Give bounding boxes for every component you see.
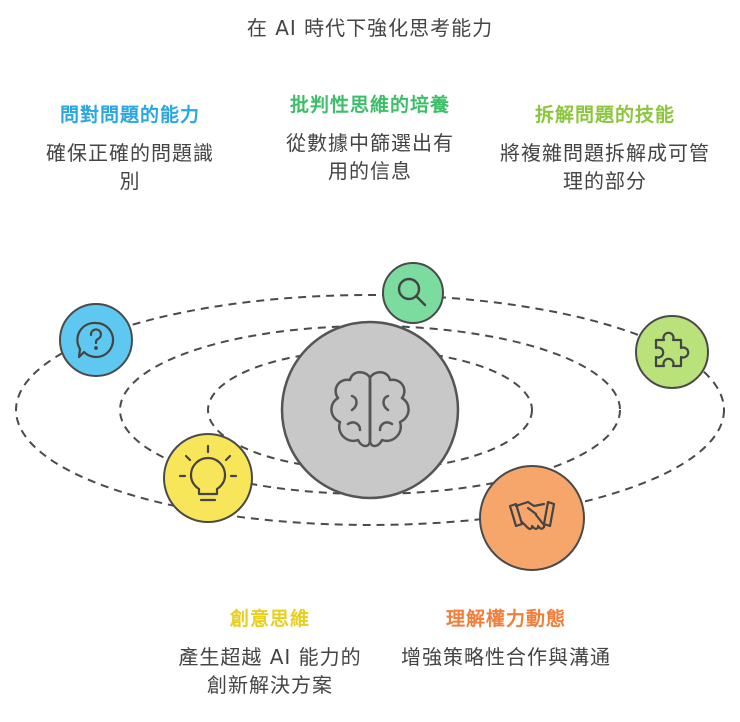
brain-icon bbox=[330, 371, 410, 448]
lightbulb-icon bbox=[178, 444, 238, 502]
caption-critical: 批判性思維的培養 從數據中篩選出有用的信息 bbox=[262, 90, 478, 185]
puzzle-icon bbox=[654, 331, 690, 368]
node-creative bbox=[163, 433, 253, 523]
caption-creative: 創意思維 產生超越 AI 能力的創新解決方案 bbox=[160, 604, 380, 699]
caption-decompose: 拆解問題的技能 將複雜問題拆解成可管理的部分 bbox=[500, 100, 710, 195]
heading-power: 理解權力動態 bbox=[445, 608, 566, 630]
node-decompose bbox=[635, 315, 709, 389]
heading-creative: 創意思維 bbox=[229, 608, 310, 630]
desc-decompose: 將複雜問題拆解成可管理的部分 bbox=[500, 141, 710, 193]
node-question bbox=[59, 303, 133, 377]
handshake-icon bbox=[508, 500, 556, 530]
desc-critical: 從數據中篩選出有用的信息 bbox=[286, 131, 454, 183]
desc-creative: 產生超越 AI 能力的創新解決方案 bbox=[178, 645, 362, 697]
magnifier-icon bbox=[397, 277, 427, 307]
center-node bbox=[280, 320, 460, 500]
orbit-middle bbox=[119, 325, 621, 495]
heading-critical: 批判性思維的培養 bbox=[289, 94, 450, 116]
question-bubble-icon bbox=[76, 321, 115, 359]
orbit-outer bbox=[15, 294, 725, 526]
critical-circle bbox=[382, 262, 444, 324]
desc-power: 增強策略性合作與溝通 bbox=[401, 645, 611, 669]
power-circle bbox=[479, 465, 585, 571]
caption-power: 理解權力動態 增強策略性合作與溝通 bbox=[398, 604, 614, 671]
desc-question: 確保正確的問題識別 bbox=[46, 141, 214, 193]
node-power bbox=[479, 465, 585, 571]
heading-question: 問對問題的能力 bbox=[59, 104, 200, 126]
diagram-title: 在 AI 時代下強化思考能力 bbox=[246, 16, 494, 40]
heading-decompose: 拆解問題的技能 bbox=[534, 104, 675, 126]
node-critical bbox=[382, 262, 444, 324]
decompose-circle bbox=[635, 315, 709, 389]
caption-question: 問對問題的能力 確保正確的問題識別 bbox=[30, 100, 230, 195]
